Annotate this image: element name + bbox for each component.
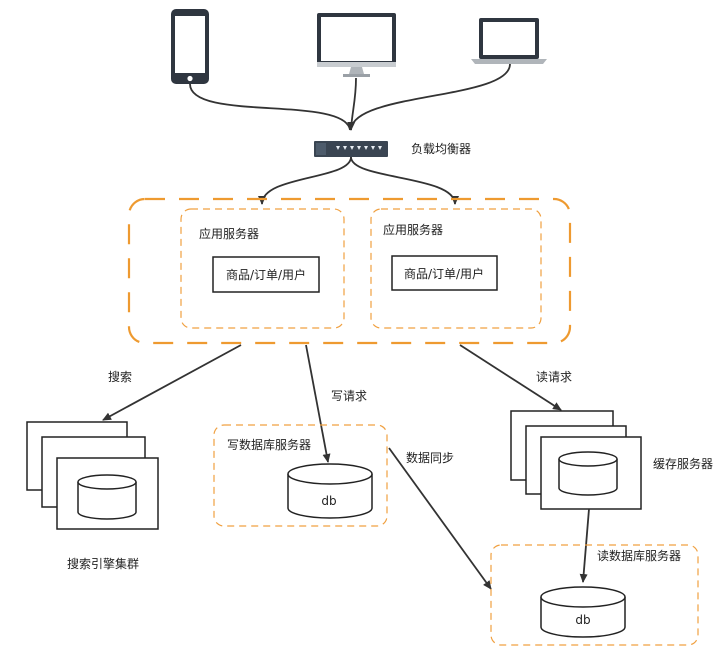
app-server-2-module-box	[391, 255, 498, 291]
desktop-icon	[317, 13, 396, 77]
read-db-name: db	[575, 613, 590, 627]
read-db-title: 读数据库服务器	[597, 548, 681, 563]
database-icon	[540, 586, 626, 638]
read-request-edge	[459, 344, 562, 411]
search-edge	[102, 344, 242, 421]
write-request-edge	[305, 344, 331, 463]
data-sync-edge	[388, 447, 492, 590]
app-server-2: 应用服务器 商品/订单/用户	[370, 208, 542, 329]
write-request-label: 写请求	[331, 389, 367, 403]
balancer-to-app2-edge	[350, 156, 459, 205]
read-db-server: 读数据库服务器 db	[490, 544, 699, 646]
laptop-icon	[471, 18, 547, 64]
cache-label: 缓存服务器	[653, 456, 713, 471]
search-cluster-label: 搜索引擎集群	[67, 556, 139, 571]
write-db-title: 写数据库服务器	[227, 437, 311, 452]
app-cluster-boundary	[127, 197, 572, 345]
app-server-2-title: 应用服务器	[383, 222, 443, 237]
phone-to-balancer-edge	[189, 83, 351, 131]
app-server-1-module-box	[212, 256, 320, 293]
app-server-2-module: 商品/订单/用户	[404, 266, 484, 281]
phone-icon	[171, 9, 209, 84]
write-db-name: db	[321, 494, 336, 508]
write-db-server: 写数据库服务器 db	[213, 424, 388, 527]
app-server-1-title: 应用服务器	[199, 226, 259, 241]
app-server-1-module: 商品/订单/用户	[226, 267, 306, 282]
laptop-to-balancer-edge	[347, 63, 511, 131]
search-edge-label: 搜索	[108, 369, 132, 384]
database-icon	[77, 474, 137, 520]
database-icon	[287, 463, 373, 519]
switch-icon	[314, 141, 388, 157]
app-server-1: 应用服务器 商品/订单/用户	[180, 208, 345, 329]
load-balancer-label: 负载均衡器	[411, 142, 471, 156]
data-sync-label: 数据同步	[406, 450, 454, 465]
database-icon	[558, 451, 618, 496]
balancer-to-app1-edge	[258, 156, 352, 205]
read-request-label: 读请求	[536, 370, 572, 384]
